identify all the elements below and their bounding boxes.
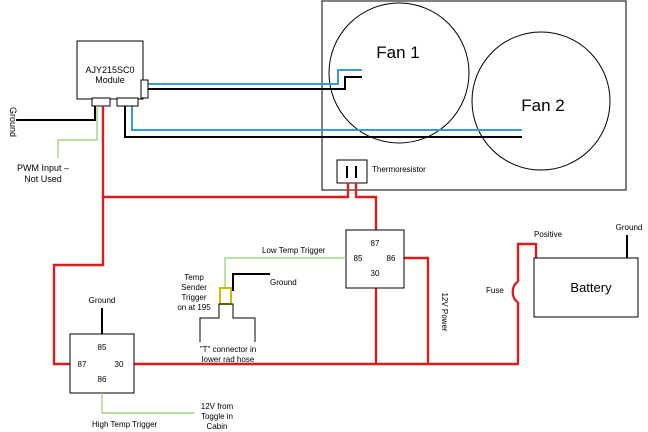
power-12v-label: 12V Power: [440, 292, 449, 331]
module-ground-wire: [16, 106, 96, 121]
sender-label-line4: on at 195: [177, 303, 211, 312]
battery-label: Battery: [570, 280, 612, 295]
relay-1-pin-30: 30: [371, 269, 380, 278]
fan-1-label: Fan 1: [376, 43, 419, 62]
t-connector-label-line2: lower rad hose: [202, 355, 255, 364]
temp-sender: [219, 287, 232, 305]
high-temp-trigger-label: High Temp Trigger: [92, 420, 158, 429]
sender-label-line2: Sender: [181, 283, 207, 292]
relay-2-pin-85: 85: [98, 343, 107, 352]
module-power-wire: [101, 106, 350, 199]
main-power-bus: [134, 302, 520, 366]
relay-1-pin-87: 87: [371, 239, 380, 248]
relay1-86-power-wire: [404, 256, 430, 364]
low-temp-trigger-label: Low Temp Trigger: [262, 246, 326, 255]
ground-left-label: Ground: [8, 107, 18, 137]
module-connector-bottom-right: [116, 97, 139, 107]
fan-2-circle: [471, 31, 611, 171]
relay2-ground-label: Ground: [89, 296, 116, 305]
battery-positive-wire: [516, 242, 538, 282]
high-temp-trigger-wire: [101, 393, 195, 414]
relay-1-pin-85: 85: [354, 254, 363, 263]
sender-ground-label: Ground: [270, 278, 297, 287]
relay2-87-wire: [52, 197, 105, 366]
fuse-symbol: [511, 280, 519, 304]
fan2-wire-blue: [131, 100, 522, 131]
relay-1-pin-86: 86: [387, 254, 396, 263]
pwm-label-line2: Not Used: [24, 174, 62, 184]
fuse-label: Fuse: [486, 286, 504, 295]
fan1-wire-blue: [148, 69, 362, 85]
module-box: [76, 40, 144, 100]
fan-2-label: Fan 2: [521, 96, 564, 115]
thermoresistor-label: Thermoresistor: [372, 165, 426, 174]
fan1-wire-black: [148, 76, 362, 90]
battery-box: [533, 257, 639, 318]
module-connector-right: [140, 79, 149, 99]
relay-2-pin-87: 87: [78, 360, 87, 369]
module-name: AJY215SC0: [85, 65, 134, 75]
sender-ground-wire: [232, 273, 270, 291]
battery-ground-label: Ground: [616, 223, 643, 232]
fan2-wire-black: [124, 100, 522, 138]
low-temp-trigger-wire: [224, 257, 346, 288]
sender-label-line3: Trigger: [181, 293, 206, 302]
relay1-87-feed-wire: [354, 183, 378, 230]
module-connector-bottom-left: [91, 97, 111, 107]
positive-label: Positive: [534, 230, 563, 239]
fan-enclosure: [321, 0, 627, 191]
pwm-label-line1: PWM Input –: [17, 163, 69, 173]
thermoresistor-box: [336, 159, 368, 184]
module-label: Module: [95, 75, 125, 85]
pwm-wire: [57, 106, 98, 158]
relay-1-box: [345, 229, 405, 289]
sender-label-line1: Temp: [184, 273, 204, 282]
fan-1-circle: [328, 2, 470, 144]
relay-2-box: [69, 333, 135, 394]
t-connector: [199, 303, 256, 342]
t-connector-label-line1: "T" connector in: [200, 345, 256, 354]
toggle-label-line1: 12V from: [201, 402, 234, 411]
relay-2-pin-30: 30: [115, 360, 124, 369]
toggle-label-line3: Cabin: [207, 422, 228, 431]
relay-2-pin-86: 86: [98, 375, 107, 384]
toggle-label-line2: Toggle in: [201, 412, 233, 421]
